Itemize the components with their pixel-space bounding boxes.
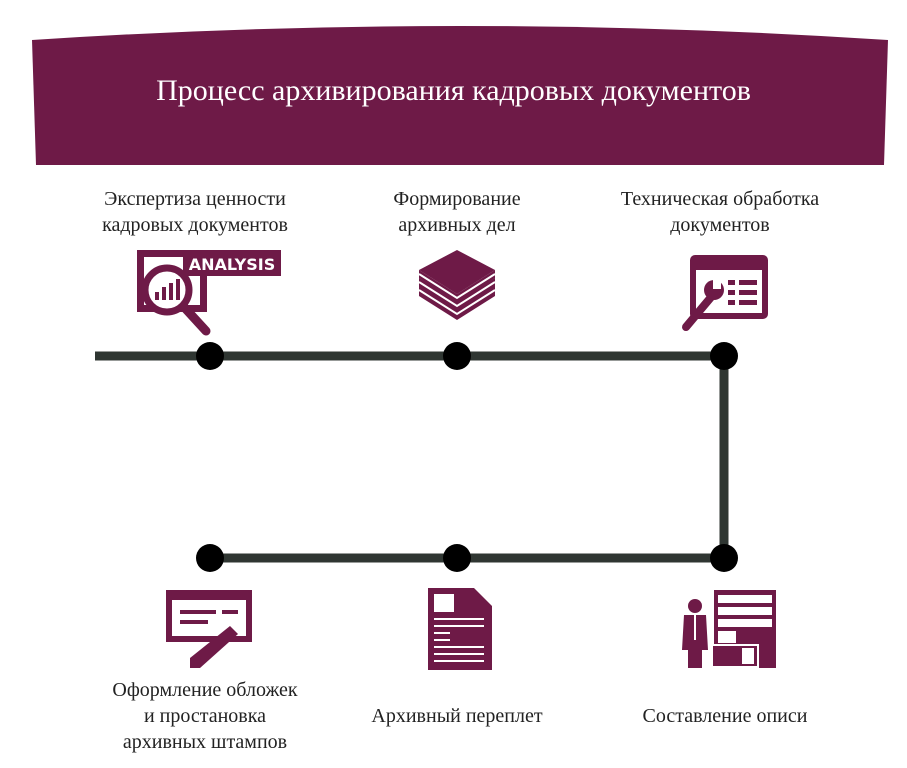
timeline-dot bbox=[196, 544, 224, 572]
step-label-inventory: Составление описи bbox=[643, 703, 808, 729]
label-line: документов bbox=[670, 214, 770, 236]
title-banner bbox=[32, 26, 888, 165]
timeline-dot bbox=[443, 342, 471, 370]
label-line: архивных дел bbox=[398, 214, 516, 236]
label-line: и простановка bbox=[143, 705, 267, 727]
step-label-processing: Техническая обработка документов bbox=[621, 186, 819, 238]
page-title: Процесс архивирования кадровых документо… bbox=[156, 74, 751, 107]
label-line: кадровых документов bbox=[102, 214, 288, 236]
timeline-dot bbox=[710, 544, 738, 572]
label-line: архивных штампов bbox=[122, 731, 288, 753]
step-label-covers: Оформление обложек и простановка архивны… bbox=[112, 677, 297, 755]
step-label-binding: Архивный переплет bbox=[371, 703, 542, 729]
label-line: Экспертиза ценности bbox=[104, 188, 286, 210]
document-icon bbox=[428, 588, 492, 670]
form-pen-icon bbox=[166, 590, 252, 668]
label-line: Оформление обложек bbox=[112, 679, 298, 701]
svg-text:ANALYSIS: ANALYSIS bbox=[189, 255, 275, 274]
timeline bbox=[95, 351, 729, 563]
timeline-dot bbox=[443, 544, 471, 572]
layers-stack-icon bbox=[418, 250, 496, 320]
analysis-magnifier-icon: ANALYSIS bbox=[137, 250, 281, 336]
label-line: Архивный переплет bbox=[371, 705, 543, 727]
timeline-dot bbox=[196, 342, 224, 370]
timeline-dot bbox=[710, 342, 738, 370]
archivist-shelves-icon bbox=[682, 590, 776, 668]
label-line: Составление описи bbox=[642, 705, 808, 727]
label-line: Техническая обработка bbox=[620, 188, 820, 210]
wrench-document-icon bbox=[682, 255, 768, 331]
label-line: Формирование bbox=[393, 188, 521, 210]
step-label-forming: Формирование архивных дел bbox=[393, 186, 520, 238]
step-label-expertise: Экспертиза ценности кадровых документов bbox=[102, 186, 288, 238]
